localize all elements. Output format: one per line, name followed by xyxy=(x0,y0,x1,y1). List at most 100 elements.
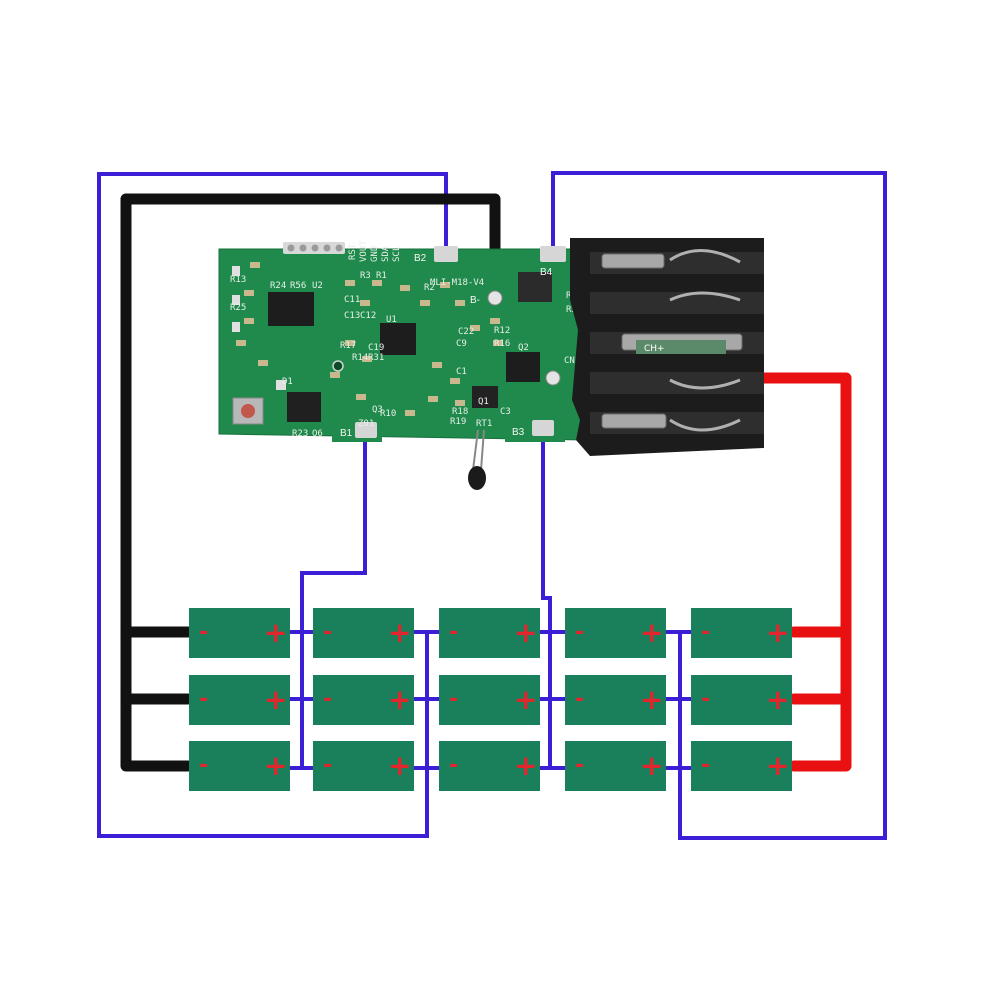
cell-negative-terminal: - xyxy=(449,753,458,778)
cell-positive-terminal: + xyxy=(640,616,663,649)
battery-cell: -+ xyxy=(313,608,414,658)
svg-text:D1: D1 xyxy=(282,377,293,387)
svg-text:C11: C11 xyxy=(344,295,360,305)
svg-text:U1: U1 xyxy=(386,315,397,325)
cell-body xyxy=(313,741,414,791)
svg-text:R23: R23 xyxy=(292,429,308,439)
cell-negative-terminal: - xyxy=(449,620,458,645)
svg-text:RST: RST xyxy=(348,243,358,260)
battery-cell: -+ xyxy=(189,741,290,791)
svg-text:R1: R1 xyxy=(376,271,387,281)
cell-body xyxy=(189,675,290,725)
battery-cell: -+ xyxy=(439,608,540,658)
svg-text:R19: R19 xyxy=(450,417,466,427)
header-pins xyxy=(283,242,345,254)
cell-body xyxy=(691,741,792,791)
cell-negative-terminal: - xyxy=(701,620,710,645)
cell-body xyxy=(439,608,540,658)
cell-body xyxy=(565,675,666,725)
cell-negative-terminal: - xyxy=(575,753,584,778)
cell-body xyxy=(313,675,414,725)
cell-negative-terminal: - xyxy=(323,687,332,712)
cell-body xyxy=(565,741,666,791)
reset-button-cap[interactable] xyxy=(241,404,255,418)
battery-cell: -+ xyxy=(565,608,666,658)
battery-cell: -+ xyxy=(189,675,290,725)
battery-cell: -+ xyxy=(691,741,792,791)
svg-text:R56: R56 xyxy=(290,281,306,291)
cell-body xyxy=(565,608,666,658)
battery-cell: -+ xyxy=(189,608,290,658)
svg-text:SDA: SDA xyxy=(381,245,391,262)
cell-positive-terminal: + xyxy=(388,749,411,782)
solder-pads xyxy=(355,246,566,438)
pad-b1-label: B1 xyxy=(340,428,353,439)
smd-components xyxy=(236,262,503,416)
svg-text:U2: U2 xyxy=(312,281,323,291)
battery-cell: -+ xyxy=(313,741,414,791)
q6 xyxy=(287,392,321,422)
cell-positive-terminal: + xyxy=(264,683,287,716)
cell-positive-terminal: + xyxy=(264,616,287,649)
svg-text:C13: C13 xyxy=(344,311,360,321)
svg-text:R13: R13 xyxy=(230,275,246,285)
terminal-block: CH+ xyxy=(570,238,764,456)
svg-text:R10: R10 xyxy=(380,409,396,419)
cell-positive-terminal: + xyxy=(640,749,663,782)
cell-negative-terminal: - xyxy=(701,753,710,778)
board-model-label: MLI-M18-V4 xyxy=(430,278,484,288)
svg-text:R25: R25 xyxy=(230,303,246,313)
svg-text:C22: C22 xyxy=(458,327,474,337)
series-links xyxy=(290,630,692,770)
cell-negative-terminal: - xyxy=(323,753,332,778)
shunt-rse xyxy=(518,272,552,302)
negative-wire xyxy=(120,193,501,772)
cell-body xyxy=(189,608,290,658)
battery-cell: -+ xyxy=(439,675,540,725)
cell-positive-terminal: + xyxy=(388,616,411,649)
svg-text:R24: R24 xyxy=(270,281,286,291)
battery-cell: -+ xyxy=(565,675,666,725)
svg-text:C1: C1 xyxy=(456,367,467,377)
svg-text:R2: R2 xyxy=(424,283,435,293)
cell-positive-terminal: + xyxy=(514,749,537,782)
svg-text:SCL: SCL xyxy=(392,246,402,262)
connector-label: CH+ xyxy=(644,344,665,354)
cell-body xyxy=(313,608,414,658)
svg-text:Q1: Q1 xyxy=(478,397,489,407)
svg-text:Q2: Q2 xyxy=(518,343,529,353)
pad-b4-label: B4 xyxy=(540,267,553,278)
pad-b-minus-label: B- xyxy=(470,295,480,306)
cell-positive-terminal: + xyxy=(514,616,537,649)
svg-text:R16: R16 xyxy=(494,339,510,349)
cell-body xyxy=(691,608,792,658)
svg-text:R18: R18 xyxy=(452,407,468,417)
cell-negative-terminal: - xyxy=(199,753,208,778)
thermistor-label: RT1 xyxy=(476,419,492,429)
svg-text:C3: C3 xyxy=(500,407,511,417)
battery-cell: -+ xyxy=(691,608,792,658)
cell-negative-terminal: - xyxy=(701,687,710,712)
svg-text:R12: R12 xyxy=(494,326,510,336)
cell-negative-terminal: - xyxy=(575,687,584,712)
svg-text:VOUT: VOUT xyxy=(359,240,369,262)
mounting-hole xyxy=(332,360,344,372)
cell-body xyxy=(189,741,290,791)
pad-b2-label: B2 xyxy=(414,253,427,264)
svg-text:R3: R3 xyxy=(360,271,371,281)
svg-text:R14: R14 xyxy=(352,353,368,363)
ic-u2 xyxy=(268,292,314,326)
svg-text:C12: C12 xyxy=(360,311,376,321)
mosfet-q1 xyxy=(472,386,498,408)
battery-cell: -+ xyxy=(565,741,666,791)
svg-text:C9: C9 xyxy=(456,339,467,349)
cell-body xyxy=(439,741,540,791)
battery-cell: -+ xyxy=(439,741,540,791)
ic-u1 xyxy=(380,323,416,355)
battery-cell: -+ xyxy=(313,675,414,725)
svg-text:Z01: Z01 xyxy=(358,419,374,429)
pcb-board: MLI-M18-V4 B2 B4 B1 B3 B- CN1 RT1 R24 R5… xyxy=(218,240,588,490)
cell-positive-terminal: + xyxy=(388,683,411,716)
thermistor xyxy=(468,429,486,490)
svg-text:GND: GND xyxy=(370,246,380,262)
